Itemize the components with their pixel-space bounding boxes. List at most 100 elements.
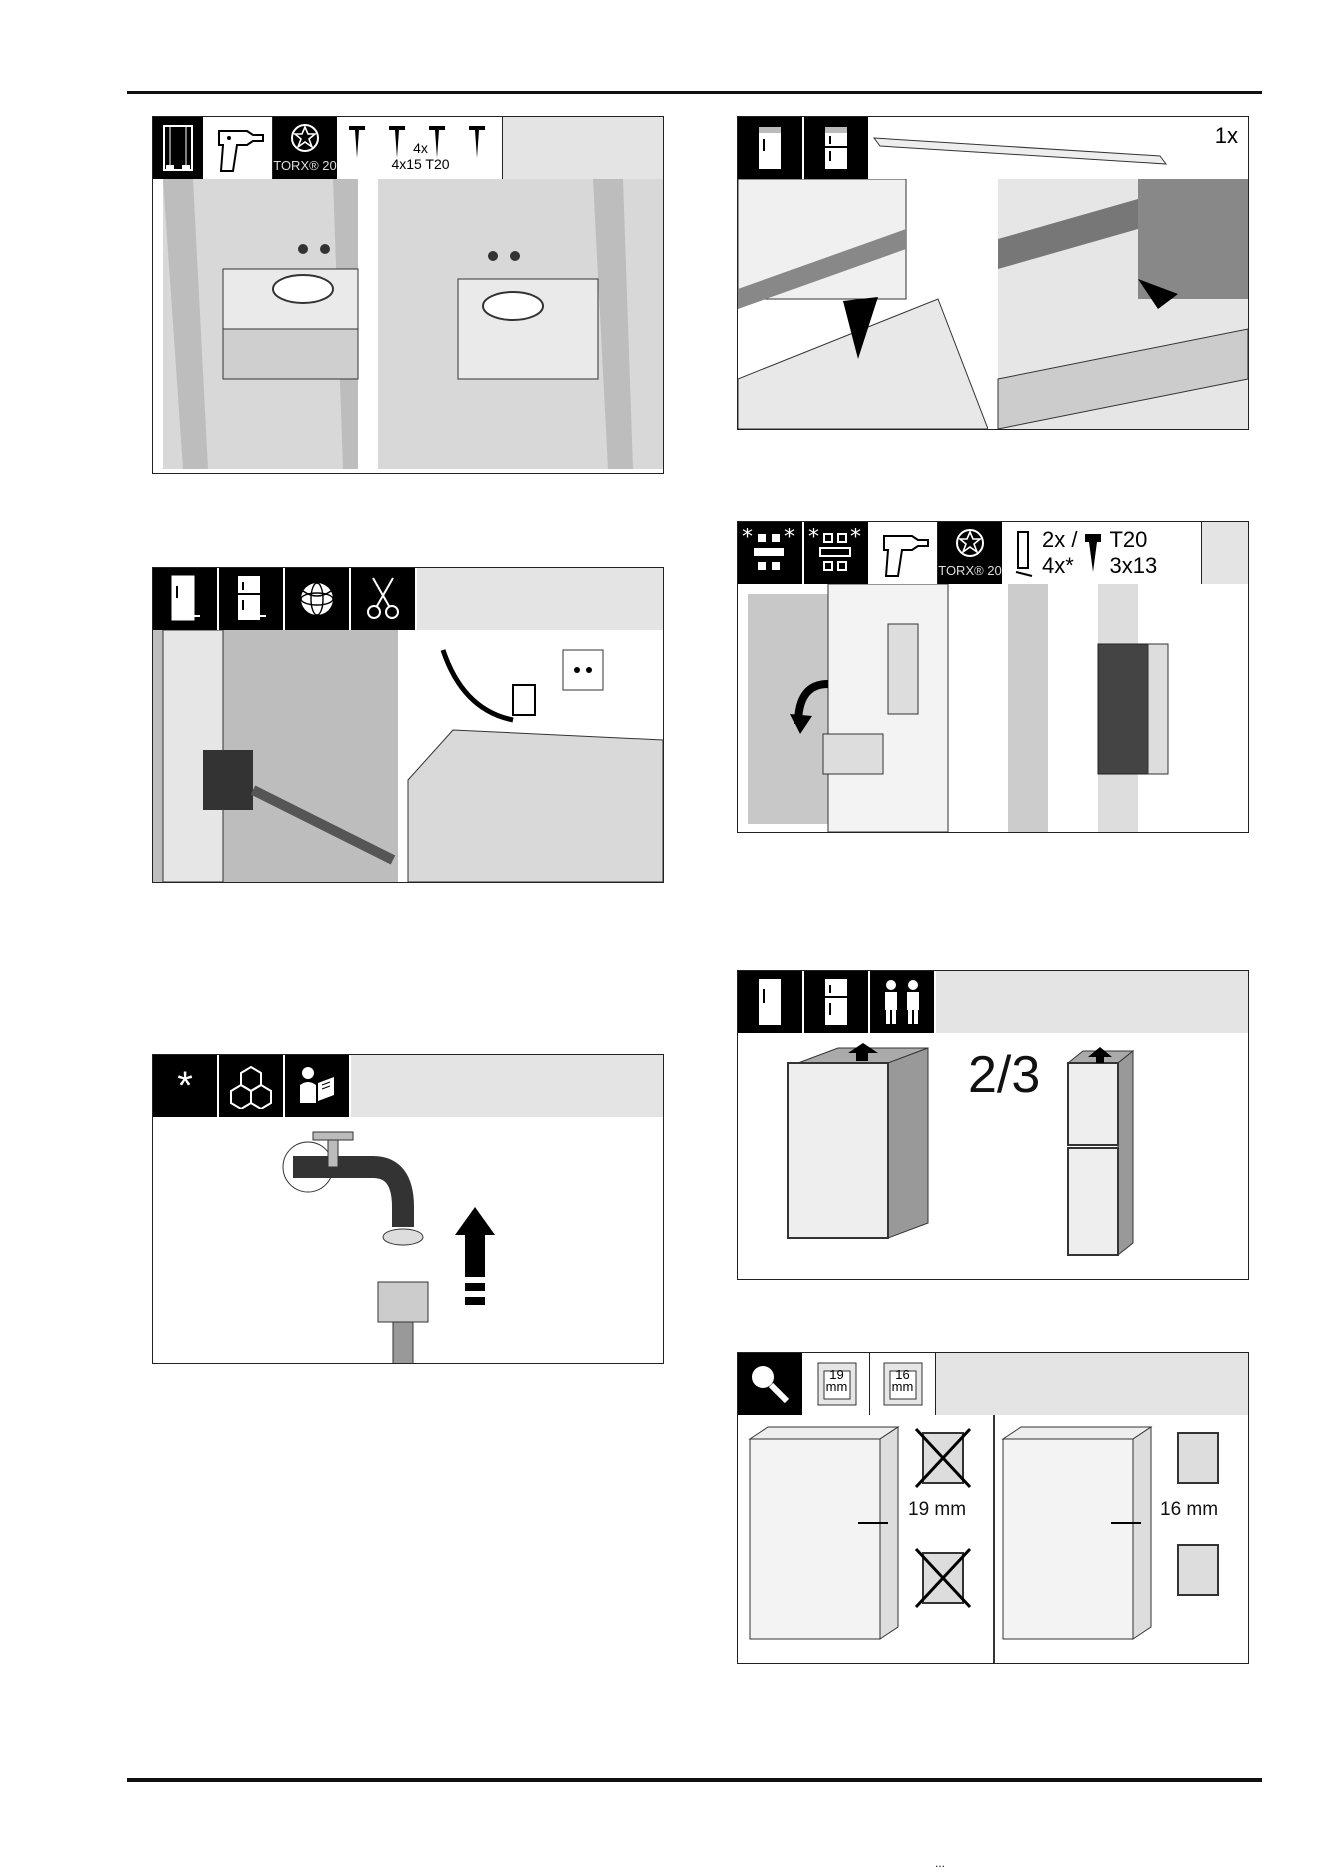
drill-icon [876,526,932,580]
screw-spec: 4x15 T20 [339,156,502,172]
panel-illustration [738,584,1248,832]
tile-single-door [738,117,804,179]
torx-star-icon [290,123,320,153]
panel-screw-mounting: TORX® 20 4x 4x15 T20 [152,116,664,474]
panel-toolbar [153,568,663,631]
door-magnet-illustration [738,584,1248,832]
panel-toolbar: 1x [738,117,1248,180]
panel-illustration [738,179,1248,429]
label-16-unit: mm [870,1381,935,1393]
tile-single-door [153,568,219,630]
bracket-qty-group: 2x / 4x* [1042,527,1077,579]
panel-toolbar [738,971,1248,1034]
panel-rail: 1x [737,116,1249,430]
tile-ice-cubes [219,1055,285,1117]
panel-toolbar: * [153,1055,663,1118]
screw-spec-group: T20 3x13 [1109,527,1157,579]
bracket-a-icon: ** [740,528,800,578]
screw-qty: 4x [339,140,502,156]
single-door-fridge-icon [753,977,787,1027]
panel-illustration [153,1117,663,1363]
ice-cube-icon [228,1063,274,1109]
drill-icon [211,121,267,175]
door-ratio: 2/3 [968,1045,1040,1105]
magnet-bracket-icon [1012,528,1036,578]
panel-door-magnet: ** ** TORX® 20 2x / 4x* T20 3x13 [737,521,1249,833]
svg-text:*: * [808,528,819,550]
tile-bracket-a: ** [738,522,804,584]
tile-rail: 1x [870,117,1248,179]
panel-water-connection: * [152,1054,664,1364]
panel-power-cable [152,567,664,883]
panel-illustration [153,630,663,882]
panel-toolbar: 19 mm 16 mm [738,1353,1248,1416]
tile-drill [870,522,938,584]
tile-double-door [804,971,870,1033]
screw-icon [1083,528,1103,578]
double-door-fridge-icon [819,123,853,173]
panel-thickness-check: 19 mm 16 mm 19 mm [737,1352,1249,1664]
label-19mm: 19 mm [804,1369,869,1393]
rail-quantity: 1x [1215,123,1238,149]
cabinet-frame-icon [160,123,196,173]
rail-install-illustration [738,179,1248,429]
tile-screws: 4x 4x15 T20 [339,117,503,179]
mounting-plate-illustration [153,179,663,473]
label-16mm: 16 mm [870,1369,935,1393]
panel-toolbar: ** ** TORX® 20 2x / 4x* T20 3x13 [738,522,1248,585]
header-rule [127,91,1262,94]
bracket-qty-alt: 4x* [1042,553,1077,579]
power-cable-illustration [153,630,663,882]
read-manual-icon [294,1063,340,1109]
panel-thickness-illustration [738,1415,1248,1663]
tile-magnifier [738,1353,804,1415]
scissors-icon [363,574,403,624]
tile-bracket-b: ** [804,522,870,584]
panel-illustration: 2/3 [738,1033,1248,1279]
single-door-fridge-icon [168,574,202,624]
tile-asterisk: * [153,1055,219,1117]
screw-spec-bottom: 3x13 [1109,553,1157,579]
water-tap-illustration [153,1117,663,1363]
tile-double-door [219,568,285,630]
label-19-unit: mm [804,1381,869,1393]
tile-torx: TORX® 20 [938,522,1004,584]
cable-roll-icon [294,576,340,622]
torx-label: TORX® 20 [273,158,337,173]
footer-rule [127,1778,1262,1782]
thickness-19: 19 mm [906,1499,968,1521]
tile-cable-tie [285,568,351,630]
svg-text:*: * [784,528,795,550]
tile-thickness-16: 16 mm [870,1353,936,1415]
tile-appliance-frame [153,117,205,179]
panel-illustration: 19 mm 16 mm [738,1415,1248,1663]
torx-star-icon [955,528,985,558]
double-door-fridge-icon [234,574,268,624]
tile-two-persons [870,971,936,1033]
tile-torx: TORX® 20 [273,117,339,179]
tile-thickness-19: 19 mm [804,1353,870,1415]
bracket-qty: 2x / [1042,527,1077,553]
tile-fasteners: 2x / 4x* T20 3x13 [1004,522,1202,584]
panel-door-split: 2/3 [737,970,1249,1280]
asterisk-marker: * [177,1064,193,1109]
footer-page-fragment: ... [935,1856,945,1870]
two-persons-icon [877,977,927,1027]
svg-text:*: * [850,528,861,550]
tile-read-manual [285,1055,351,1117]
tile-scissors [351,568,417,630]
thickness-16: 16 mm [1158,1499,1220,1521]
panel-illustration [153,179,663,473]
bracket-b-icon: ** [806,528,866,578]
tile-single-door [738,971,804,1033]
tile-double-door [804,117,870,179]
rail-icon [870,128,1170,168]
svg-text:*: * [742,528,753,550]
torx-label: TORX® 20 [938,563,1002,578]
single-door-fridge-icon [753,123,787,173]
tile-drill [205,117,273,179]
panel-toolbar: TORX® 20 4x 4x15 T20 [153,117,663,180]
screw-spec-top: T20 [1109,527,1157,553]
double-door-fridge-icon [819,977,853,1027]
magnifier-icon [747,1361,793,1407]
